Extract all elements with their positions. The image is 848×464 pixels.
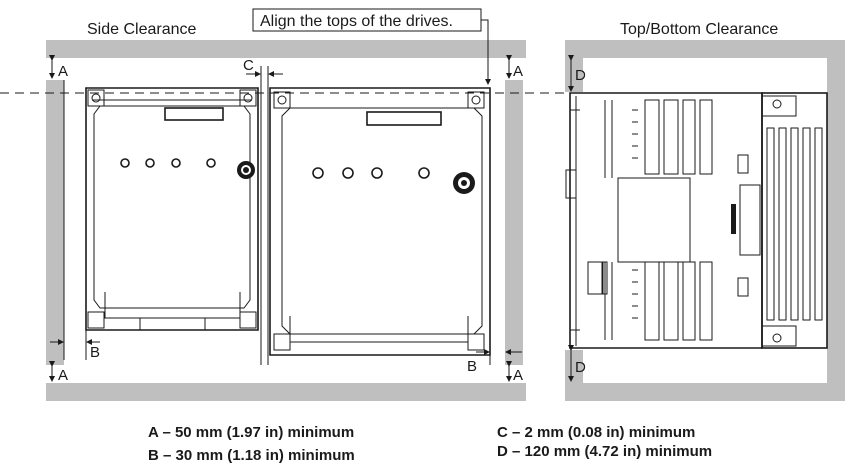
side-bottom-wall (46, 383, 526, 401)
top-bottom-clearance-panel: Top/Bottom Clearance (565, 21, 845, 401)
legend-c: C – 2 mm (0.08 in) minimum (497, 424, 695, 441)
align-note-pointer (481, 19, 491, 85)
side-clearance-panel: Side Clearance Align the tops of the dri… (0, 8, 575, 401)
dim-a-top-left: A (58, 63, 68, 80)
drive-small (85, 87, 259, 331)
dim-d-top: D (575, 67, 586, 84)
side-right-wall (505, 80, 523, 365)
drive-large (269, 87, 491, 356)
tb-top-wall (565, 40, 845, 58)
dim-a-bottom-left: A (58, 367, 68, 384)
side-clearance-title: Side Clearance (87, 21, 197, 38)
legend: A – 50 mm (1.97 in) minimum B – 30 mm (1… (148, 424, 712, 464)
dim-d-bottom: D (575, 359, 586, 376)
side-left-wall (46, 80, 64, 365)
legend-a: A – 50 mm (1.97 in) minimum (148, 424, 354, 441)
dim-a-bottom-right: A (513, 367, 523, 384)
top-bottom-clearance-title: Top/Bottom Clearance (620, 21, 778, 38)
align-note-text: Align the tops of the drives. (260, 13, 453, 30)
legend-d: D – 120 mm (4.72 in) minimum (497, 443, 712, 460)
dim-c: C (243, 57, 254, 74)
dim-a-top-right: A (513, 63, 523, 80)
drive-side-view (565, 92, 828, 349)
dim-b-left: B (90, 344, 100, 361)
legend-b: B – 30 mm (1.18 in) minimum (148, 447, 355, 464)
tb-bottom-wall (565, 383, 845, 401)
tb-right-wall (827, 58, 845, 383)
side-top-wall (46, 40, 526, 58)
dim-b-right: B (467, 358, 477, 375)
